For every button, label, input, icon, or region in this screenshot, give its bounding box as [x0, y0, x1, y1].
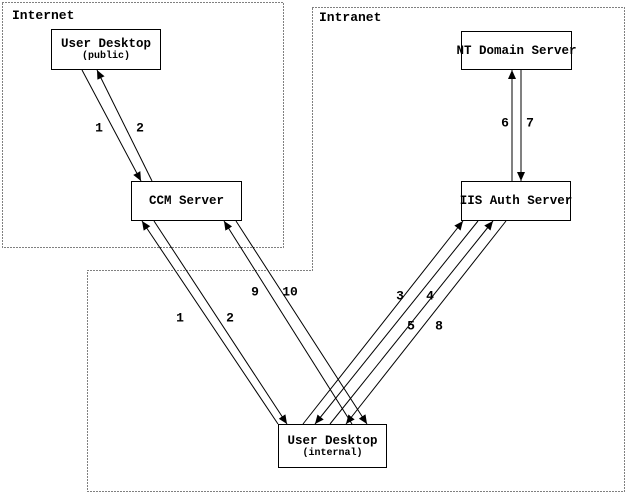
node-title: CCM Server [148, 194, 224, 208]
node-ccm-server: CCM Server [131, 181, 242, 221]
arrow-step8-iis-to-internal-desktop [345, 220, 507, 425]
edge-label-step4: 4 [426, 288, 434, 304]
node-title: IIS Auth Server [459, 194, 573, 208]
edge-label-step2-public: 2 [136, 120, 144, 136]
node-user-desktop-public: User Desktop (public) [51, 29, 161, 70]
arrow-step1-internal-desktop-to-ccm [141, 220, 279, 425]
edge-label-step6: 6 [501, 115, 509, 131]
arrow-step1-public-desktop-to-ccm [81, 69, 142, 182]
intranet-region-label: Intranet [319, 10, 382, 25]
edge-label-step1-public: 1 [95, 120, 103, 136]
node-title: NT Domain Server [456, 43, 577, 58]
arrow-step9-internal-desktop-to-ccm [223, 220, 353, 425]
edge-label-step5: 5 [407, 318, 415, 334]
edge-label-step1-internal: 1 [176, 310, 184, 326]
edge-label-step3: 3 [396, 288, 404, 304]
edge-label-step9: 9 [251, 284, 259, 300]
node-subtitle: (internal) [302, 447, 363, 459]
node-iis-auth-server: IIS Auth Server [459, 181, 573, 221]
edge-label-step2-internal: 2 [226, 310, 234, 326]
node-title: User Desktop [287, 433, 378, 448]
node-title: User Desktop [60, 37, 151, 51]
internet-region-label: Internet [12, 8, 75, 23]
arrow-step2-ccm-to-internal-desktop [153, 220, 288, 425]
arrow-step4-iis-to-internal-desktop [314, 220, 479, 425]
node-subtitle: (public) [81, 51, 130, 62]
arrow-step10-ccm-to-internal-desktop [235, 220, 368, 425]
node-user-desktop-internal: User Desktop (internal) [278, 424, 387, 468]
edge-label-step10: 10 [282, 284, 298, 300]
edge-label-step7: 7 [526, 115, 534, 131]
edge-label-step8: 8 [435, 318, 443, 334]
node-nt-domain-server: NT Domain Server [456, 31, 577, 70]
intranet-region-border [87, 7, 625, 492]
